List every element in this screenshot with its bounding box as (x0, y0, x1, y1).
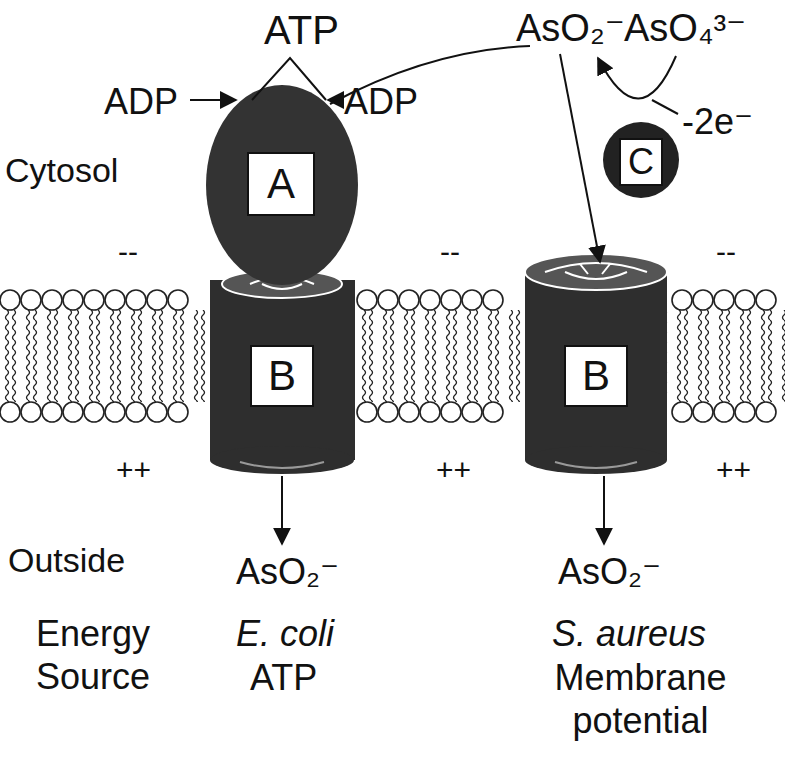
energy-label: ATP (250, 656, 317, 699)
ion-label: AsO₂⁻ (236, 550, 339, 593)
charge-label: ++ (436, 452, 471, 488)
ion-label: AsO₂⁻ (516, 6, 625, 52)
electron-label: -2e⁻ (682, 100, 753, 143)
part-letter: B (582, 355, 610, 397)
charge-label: -- (716, 234, 736, 270)
pump-b-right (525, 254, 667, 474)
reductase-box: C (619, 138, 663, 186)
organism-label: S. aureus (552, 612, 706, 655)
pump-box: B (250, 345, 314, 407)
organism-label: E. coli (236, 612, 334, 655)
molecule-label: ADP (104, 80, 178, 123)
region-label: Outside (8, 540, 125, 581)
pump-b-left (210, 270, 355, 474)
charge-label: -- (118, 234, 138, 270)
charge-label: ++ (116, 452, 151, 488)
part-letter: C (628, 144, 654, 180)
part-letter: A (267, 163, 295, 205)
charge-label: -- (440, 234, 460, 270)
enzyme-c-ring (603, 122, 679, 198)
molecule-label: ATP (264, 6, 339, 54)
ion-label: AsO₄³⁻ (624, 6, 746, 52)
atpase-a (206, 85, 358, 285)
row-heading: Energy Source (36, 612, 176, 698)
pump-box: B (564, 345, 628, 407)
lipid-bilayer (0, 290, 785, 422)
molecule-label: ADP (344, 80, 418, 123)
part-letter: B (268, 355, 296, 397)
energy-label: Membrane potential (548, 656, 733, 742)
reaction-arrows (190, 46, 678, 544)
ion-label: AsO₂⁻ (558, 550, 661, 593)
region-label: Cytosol (5, 150, 118, 191)
atpase-box: A (247, 152, 315, 216)
charge-label: ++ (716, 452, 751, 488)
